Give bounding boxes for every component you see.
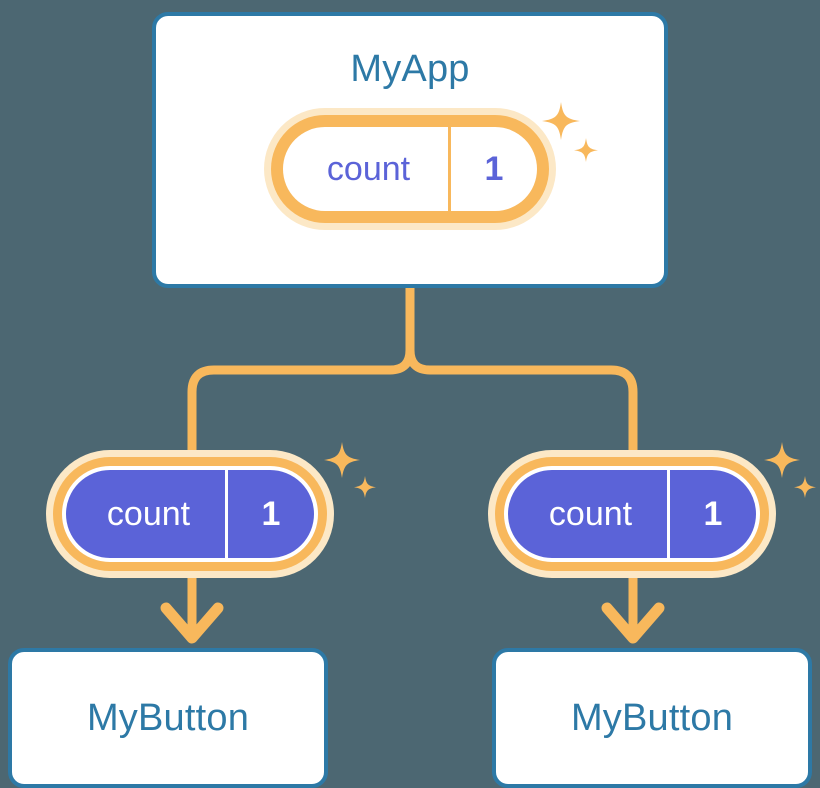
component-box-mybutton-left[interactable]: MyButton xyxy=(8,648,328,788)
state-value-label: 1 xyxy=(484,150,504,188)
pill-divider xyxy=(448,127,451,211)
pill-body: count 1 xyxy=(283,127,537,211)
pill-body: count 1 xyxy=(62,466,318,562)
page-title: MyApp xyxy=(350,48,470,90)
pill-divider xyxy=(225,470,228,558)
state-propagation-diagram: MyApp count 1 count 1 MyButton xyxy=(8,12,816,788)
component-label: MyButton xyxy=(570,697,734,739)
sparkle-four-point-small-icon xyxy=(794,476,816,498)
state-value-label: 1 xyxy=(703,495,723,533)
component-label: MyButton xyxy=(86,697,250,739)
state-pill-right[interactable]: count 1 xyxy=(488,450,776,578)
state-key-label: count xyxy=(548,495,633,533)
pill-divider xyxy=(667,470,670,558)
branch-connector-icon xyxy=(187,283,638,457)
state-pill-myapp[interactable]: count 1 xyxy=(264,108,556,230)
state-pill-left[interactable]: count 1 xyxy=(46,450,334,578)
state-key-label: count xyxy=(106,495,191,533)
pill-body: count 1 xyxy=(504,466,760,562)
sparkle-four-point-icon xyxy=(764,442,800,478)
sparkle-four-point-small-icon xyxy=(354,476,376,498)
state-value-label: 1 xyxy=(261,495,281,533)
sparkle-four-point-icon xyxy=(324,442,360,478)
state-key-label: count xyxy=(326,150,411,188)
component-box-mybutton-right[interactable]: MyButton xyxy=(492,648,812,788)
arrow-down-icon xyxy=(160,578,224,644)
arrow-down-icon xyxy=(601,578,665,644)
